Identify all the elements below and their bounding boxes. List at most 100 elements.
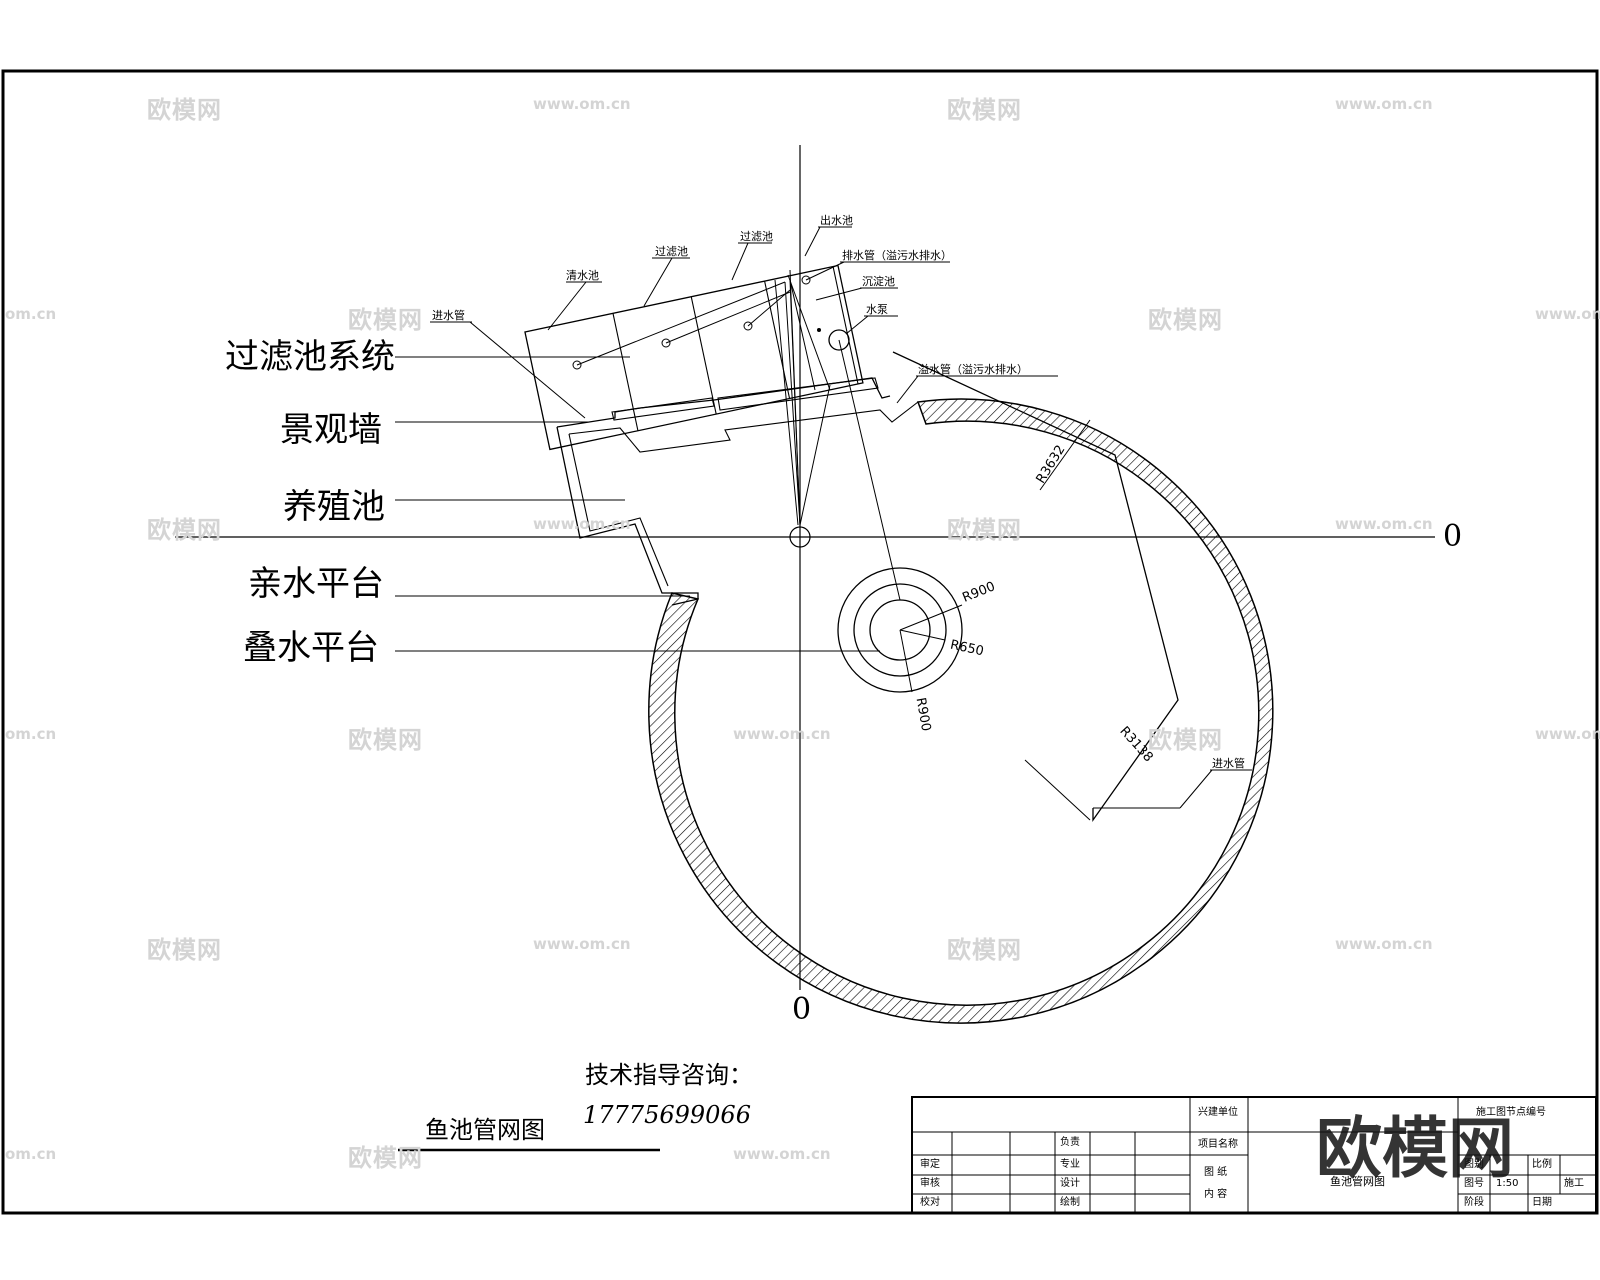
- tb-drawing-no: 图号: [1464, 1178, 1484, 1189]
- label-settling-pool: 沉淀池: [862, 275, 895, 288]
- pump-circle: [828, 329, 850, 351]
- leader-drain-top: [805, 261, 845, 281]
- watermark-url: www.om.cn: [733, 1145, 831, 1163]
- watermark-url: www.om.cn: [1335, 95, 1433, 113]
- tb-approve: 审定: [920, 1159, 940, 1170]
- watermark-brand: 欧模网: [348, 306, 423, 334]
- site-boundary: [892, 351, 1179, 823]
- leader-inlet-pipe: [469, 321, 586, 419]
- label-clear-pool: 清水池: [566, 269, 599, 282]
- tb-scale-value: 1:50: [1496, 1178, 1519, 1189]
- watermark-brand: 欧模网: [947, 936, 1022, 964]
- label-cascade-platform: 叠水平台: [243, 628, 379, 668]
- watermark-brand: 欧模网: [147, 96, 222, 124]
- leader-pump: [845, 315, 869, 335]
- tb-charge: 负责: [1060, 1137, 1080, 1148]
- tb-draw: 绘制: [1060, 1197, 1080, 1208]
- watermark-url: www.om.cn: [733, 725, 831, 743]
- fountain-radius-3: [899, 629, 913, 693]
- leader-inlet-right-d: [1179, 769, 1213, 809]
- leader-settling-pool: [815, 287, 863, 301]
- tb-content-label-1: 图 纸: [1204, 1167, 1228, 1178]
- leader-overflow-pipe: [896, 375, 919, 404]
- tb-date: 日期: [1532, 1197, 1552, 1208]
- chamber-hole-5: [817, 328, 821, 332]
- watermark-url: www.om.cn: [1535, 725, 1600, 743]
- pool-radius-right: [1024, 759, 1091, 821]
- fountain-radius-1: [899, 604, 963, 631]
- tb-major: 专业: [1060, 1159, 1080, 1170]
- fountain-ring-mid: [853, 583, 947, 677]
- tb-content-label-2: 内 容: [1204, 1189, 1228, 1200]
- fountain-ring-inner: [869, 599, 931, 661]
- watermark-brand: 欧模网: [1148, 306, 1223, 334]
- label-inlet-pipe: 进水管: [432, 309, 465, 322]
- tb-check: 校对: [920, 1197, 940, 1208]
- tb-design-no: 施工图节点编号: [1476, 1107, 1546, 1118]
- pipe-line-11: [774, 279, 799, 526]
- watermark-brand: 欧模网: [1148, 726, 1223, 754]
- pipe-line-2: [665, 291, 791, 344]
- fountain-radius-2: [899, 629, 946, 641]
- watermark-url: www.om.cn: [533, 515, 631, 533]
- tb-project: 项目名称: [1198, 1139, 1238, 1150]
- watermark-brand: 欧模网: [147, 936, 222, 964]
- watermark-brand: 欧模网: [348, 1144, 423, 1172]
- pipe-line-3: [747, 289, 791, 327]
- pipe-line-4: [784, 281, 801, 526]
- axis-label-y: 0: [792, 992, 812, 1027]
- watermark-brand: 欧模网: [947, 516, 1022, 544]
- tb-content-value: 鱼池管网图: [1330, 1175, 1385, 1188]
- label-filter-system: 过滤池系统: [225, 337, 395, 377]
- breeding-pool-outline-inner: [568, 433, 669, 587]
- chamber-hole-4: [801, 275, 811, 285]
- label-filter-1: 过滤池: [655, 245, 688, 258]
- pool-hatched-wall: [648, 398, 1274, 1024]
- label-overflow-pipe: 溢水管（溢污水排水）: [918, 363, 1028, 376]
- watermark-url: www.om.cn: [533, 95, 631, 113]
- label-inlet-pipe-right: 进水管: [1212, 757, 1245, 770]
- fountain-ring-outer: [837, 567, 963, 693]
- chamber-hole-3: [743, 321, 753, 331]
- landscape-wall-lower: [568, 401, 919, 453]
- breeding-pool-outline: [556, 426, 699, 606]
- label-outlet-pool: 出水池: [820, 214, 853, 227]
- watermark-url: om.cn: [5, 305, 57, 323]
- consult-phone: 17775699066: [583, 1101, 751, 1129]
- logo-watermark: 欧模网: [1316, 1110, 1514, 1187]
- watermark-url: om.cn: [5, 725, 57, 743]
- drawing-title: 鱼池管网图: [425, 1116, 545, 1144]
- watermark-brand: 欧模网: [147, 516, 222, 544]
- tb-design: 设计: [1060, 1178, 1080, 1189]
- leader-filter-2: [731, 242, 749, 281]
- pipe-line-9: [838, 339, 901, 601]
- watermark-brand: 欧模网: [947, 96, 1022, 124]
- tb-scale: 比例: [1532, 1159, 1552, 1170]
- tb-stage: 阶段: [1464, 1197, 1484, 1208]
- leader-filter-1: [643, 257, 673, 307]
- origin-marker: [789, 526, 811, 548]
- watermark-url: www.om.cn: [1335, 935, 1433, 953]
- label-landscape-wall: 景观墙: [280, 410, 382, 450]
- chamber-hole-1: [572, 360, 582, 370]
- drawing-frame: [1, 69, 1599, 1215]
- leader-clear-pool: [547, 281, 587, 331]
- axis-label-x: 0: [1443, 519, 1463, 554]
- label-breeding-pool: 养殖池: [283, 487, 385, 527]
- pipe-line-8: [799, 384, 831, 526]
- watermark-url: www.om.cn: [533, 935, 631, 953]
- tb-chart: 图别: [1464, 1159, 1484, 1170]
- pipe-line-1: [576, 281, 786, 366]
- chamber-hole-2: [661, 338, 671, 348]
- watermark-url: om.cn: [5, 1145, 57, 1163]
- pipe-line-10: [789, 279, 816, 391]
- landscape-wall-upper: [556, 377, 891, 428]
- title-block: [911, 1096, 1597, 1214]
- pipe-line-6: [787, 274, 831, 391]
- label-filter-2: 过滤池: [740, 230, 773, 243]
- tb-stage-value: 施工: [1564, 1178, 1584, 1189]
- label-drain-pipe-top: 排水管（溢污水排水）: [842, 249, 952, 262]
- label-pump: 水泵: [866, 303, 888, 316]
- tb-owner: 兴建单位: [1198, 1107, 1238, 1118]
